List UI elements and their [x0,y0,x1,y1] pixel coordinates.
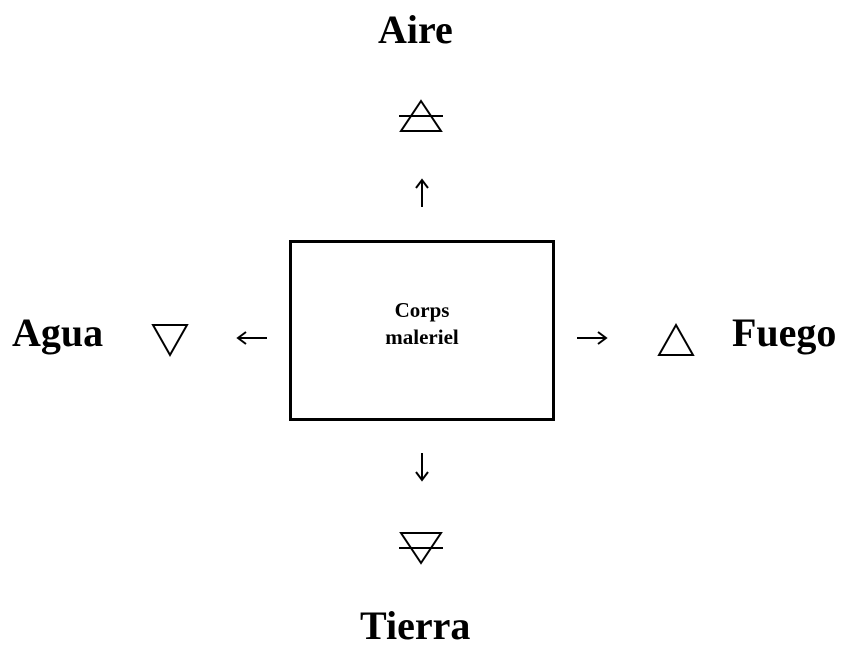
arrow-left-icon [236,331,267,345]
center-box-label: Corps maleriel [385,297,458,351]
label-fire: Fuego [732,310,837,355]
center-box-line-2: maleriel [385,324,459,349]
water-symbol-icon [151,324,189,358]
label-water: Agua [12,310,104,355]
arrow-up-icon [415,178,429,207]
center-box-material-body: Corps maleriel [289,240,555,421]
label-earth: Tierra [360,603,471,648]
fire-symbol-icon [657,322,695,356]
arrow-right-icon [577,331,608,345]
air-symbol-icon [399,99,443,132]
center-box-line-1: Corps [394,297,450,322]
arrow-down-icon [415,453,429,482]
label-air: Aire [378,7,453,52]
earth-symbol-icon [399,532,443,565]
